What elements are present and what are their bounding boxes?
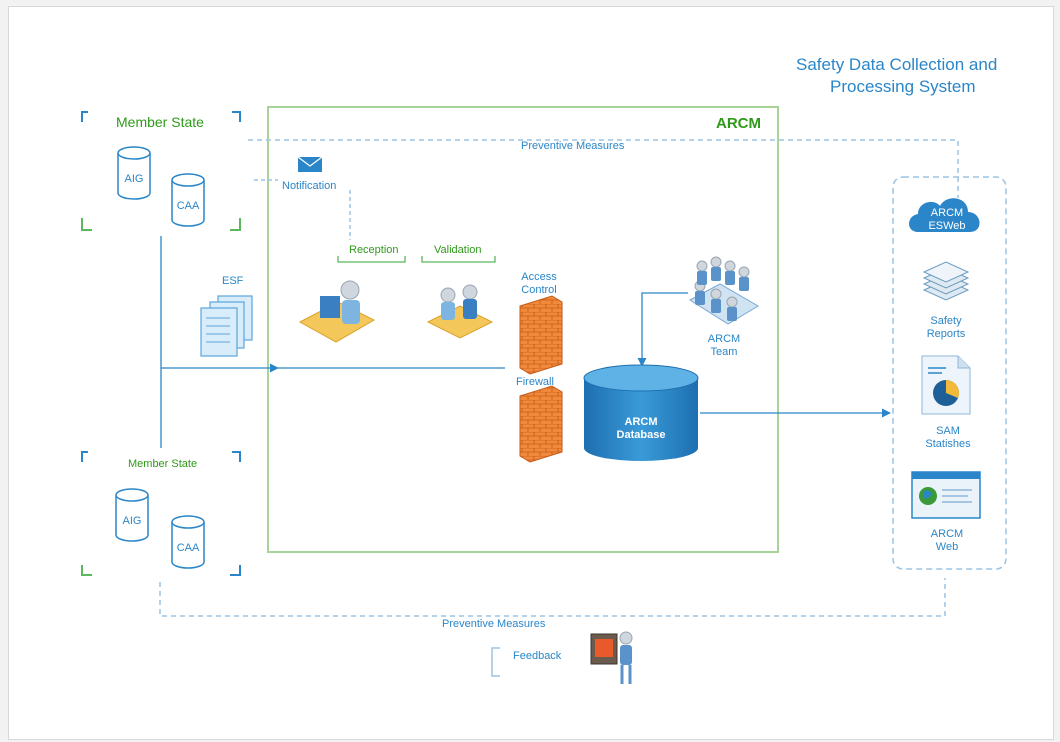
arcm-esweb-line2: ESWeb: [928, 220, 966, 232]
member-state-top-bracket: [81, 111, 241, 122]
arcm-esweb-line1: ARCM: [930, 207, 964, 219]
arcm-web-line2: Web: [935, 541, 959, 553]
arcm-boundary: [267, 106, 779, 553]
firewall-label: Firewall: [516, 376, 554, 388]
notification-label: Notification: [282, 180, 337, 192]
reception-label: Reception: [349, 244, 399, 256]
aig-bottom-label: AIG: [122, 515, 142, 527]
member-state-bottom-bracket: [81, 451, 241, 576]
caa-bottom-label: CAA: [176, 542, 200, 554]
access-control-firewall-icon: [519, 295, 563, 375]
sam-statistics-label: SAM Statishes: [918, 425, 978, 451]
envelope-icon: [297, 156, 323, 172]
preventive-bottom-line: [159, 578, 946, 617]
presenter-icon: [590, 631, 633, 684]
validation-people-icon: [426, 284, 494, 339]
report-stack-icon: [922, 261, 970, 301]
arcm-team-label: ARCM Team: [702, 333, 746, 359]
document-stack-icon: [200, 295, 253, 357]
safety-reports-label: Safety Reports: [918, 315, 974, 341]
caa-db-top: [171, 173, 205, 227]
caa-top-label: CAA: [176, 200, 200, 212]
sam-statistics-line1: SAM: [936, 425, 960, 437]
arcm-esweb-label: ARCM ESWeb: [922, 207, 972, 233]
reception-person-icon: [298, 280, 376, 343]
arcm-database-label: ARCM Database: [611, 416, 671, 442]
access-control-line1: Access: [521, 271, 557, 283]
arcm-web-line1: ARCM: [930, 528, 964, 540]
access-control-line2: Control: [521, 284, 557, 296]
member-state-top-label: Member State: [116, 114, 204, 130]
preventive-measures-bottom-label: Preventive Measures: [442, 618, 546, 630]
arcm-label: ARCM: [716, 115, 761, 132]
arcm-database-icon: [583, 364, 699, 461]
member-state-bottom-label: Member State: [128, 458, 198, 470]
diagram-title-line2: Processing System: [830, 77, 976, 96]
preventive-top-line: [248, 139, 959, 198]
esf-label: ESF: [222, 275, 244, 287]
arcm-web-label: ARCM Web: [922, 528, 972, 554]
aig-db-bottom: [115, 488, 149, 542]
aig-db-top: [117, 146, 151, 200]
arcm-team-line1: ARCM: [707, 333, 741, 345]
web-browser-icon: [911, 471, 981, 519]
arcm-team-line2: Team: [710, 346, 738, 358]
sam-statistics-line2: Statishes: [925, 438, 971, 450]
arcm-database-line1: ARCM: [624, 416, 658, 428]
cloud-icon: [909, 198, 980, 232]
arcm-database-line2: Database: [616, 429, 666, 441]
arcm-team-icon: [689, 256, 759, 325]
safety-reports-line2: Reports: [926, 328, 966, 340]
caa-db-bottom: [171, 515, 205, 569]
diagram-title-line1: Safety Data Collection and: [796, 55, 998, 74]
preventive-measures-top-label: Preventive Measures: [521, 140, 625, 152]
firewall-icon: [519, 385, 563, 463]
statistics-report-icon: [921, 355, 971, 415]
access-control-label: Access Control: [519, 271, 559, 297]
output-panel: [892, 176, 1007, 570]
feedback-label: Feedback: [513, 650, 562, 662]
validation-label: Validation: [434, 244, 482, 256]
safety-reports-line1: Safety: [930, 315, 962, 327]
aig-top-label: AIG: [124, 173, 144, 185]
